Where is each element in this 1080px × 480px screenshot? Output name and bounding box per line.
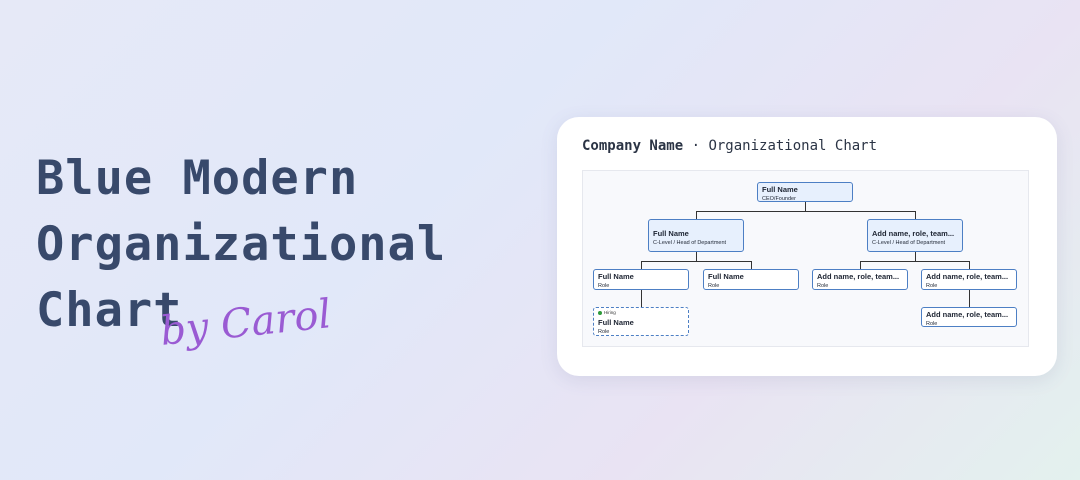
heading-line: Blue Modern xyxy=(36,151,359,206)
status-dot-icon xyxy=(598,310,602,315)
node-role: Role xyxy=(708,283,720,289)
node-role: CEO/Founder xyxy=(762,196,796,202)
connector xyxy=(860,261,970,262)
connector xyxy=(696,211,916,212)
company-name: Company Name xyxy=(582,138,684,154)
node-name: Add name, role, team... xyxy=(926,310,1009,319)
org-node[interactable]: Add name, role, team... Role xyxy=(921,307,1017,327)
node-name: Add name, role, team... xyxy=(817,272,900,281)
hiring-label: Hiring xyxy=(604,310,616,315)
connector xyxy=(696,252,697,261)
node-role: Role xyxy=(598,329,610,335)
chart-title: Company Name · Organizational Chart xyxy=(582,138,877,154)
heading-line: Chart xyxy=(36,283,183,338)
connector xyxy=(915,211,916,219)
node-role: Role xyxy=(598,283,610,289)
connector xyxy=(915,252,916,261)
connector xyxy=(641,290,642,307)
connector xyxy=(805,202,806,211)
node-role: Role xyxy=(817,283,829,289)
connector xyxy=(751,261,752,269)
separator: · xyxy=(683,138,709,154)
node-name: Full Name xyxy=(708,272,744,281)
chart-subtitle: Organizational Chart xyxy=(708,138,878,154)
org-node[interactable]: Add name, role, team... Role xyxy=(812,269,908,290)
node-role: C-Level / Head of Department xyxy=(653,240,727,246)
node-name: Full Name xyxy=(598,318,634,327)
connector xyxy=(696,211,697,219)
connector xyxy=(969,261,970,269)
node-name: Add name, role, team... xyxy=(926,272,1009,281)
node-role: Role xyxy=(926,283,938,289)
node-name: Full Name xyxy=(762,185,798,194)
node-role: C-Level / Head of Department xyxy=(872,240,946,246)
org-node[interactable]: Add name, role, team... Role xyxy=(921,269,1017,290)
connector xyxy=(641,261,752,262)
heading-line: Organizational xyxy=(36,217,447,272)
node-role: Role xyxy=(926,321,938,327)
hiring-badge: Hiring xyxy=(598,310,684,315)
node-name: Add name, role, team... xyxy=(872,229,955,238)
hero-heading: Blue Modern Organizational Chart xyxy=(36,146,446,344)
connector xyxy=(860,261,861,269)
node-name: Full Name xyxy=(653,229,689,238)
node-name: Full Name xyxy=(598,272,634,281)
connector xyxy=(969,290,970,307)
connector xyxy=(641,261,642,269)
org-node[interactable]: Add name, role, team... C-Level / Head of… xyxy=(867,219,963,252)
